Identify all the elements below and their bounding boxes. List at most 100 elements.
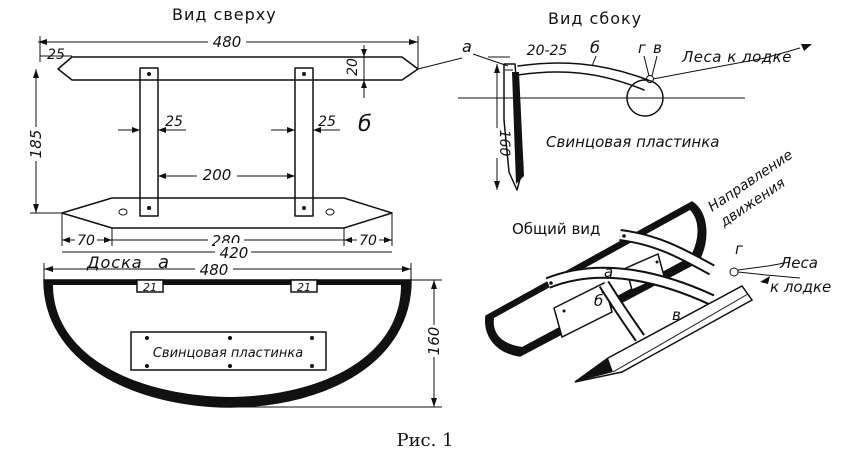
- leader-line: [643, 55, 650, 77]
- arrow-head: [62, 237, 70, 243]
- dim-end-left: 70: [77, 233, 95, 249]
- plate-screw: [655, 260, 659, 264]
- arrow-head: [38, 39, 47, 45]
- dim-side-gap: 20-25: [527, 43, 568, 59]
- label-a-general: а: [604, 263, 613, 281]
- arrow-head: [384, 237, 392, 243]
- arrow-head: [132, 127, 140, 133]
- dim-top-length: 480: [213, 33, 242, 51]
- label-mask: [208, 33, 246, 49]
- dim-end-right: 70: [359, 233, 377, 249]
- cross-bar-persp: [619, 231, 714, 274]
- board-label: Доска: [86, 253, 143, 272]
- arrow-head: [344, 237, 352, 243]
- arrow-head: [104, 237, 112, 243]
- label-mask: [27, 127, 45, 161]
- board-a-view: Доска а 480 21 21 Свинцовая пластинка: [43, 252, 443, 408]
- board-letter-a: а: [158, 252, 169, 273]
- dim-board-height: 160: [425, 327, 443, 356]
- arrow-head: [801, 44, 812, 51]
- curved-bar-b2: [517, 71, 645, 91]
- lead-plate-board: [130, 331, 327, 371]
- tow-line-side: [652, 47, 801, 80]
- arrow-head: [431, 398, 437, 407]
- line-to-boat-side: Леса к лодке: [681, 48, 792, 66]
- label-mask: [75, 233, 97, 247]
- board-side-profile: [503, 63, 524, 191]
- dim-spacing: 200: [203, 166, 232, 184]
- hook-ring-persp: [729, 267, 739, 277]
- dim-board-length: 480: [200, 261, 229, 279]
- plate-screw: [145, 364, 149, 368]
- dim-bottom-length: 420: [220, 244, 249, 262]
- arrow-head: [402, 266, 411, 272]
- front-float-tip: [575, 358, 613, 382]
- plate-screw: [145, 336, 149, 340]
- cross-bar-persp-front: [600, 281, 644, 341]
- lead-plate-label-board: Свинцовая пластинка: [153, 346, 303, 361]
- bolt: [147, 72, 151, 76]
- plate-screw: [310, 364, 314, 368]
- bottom-bar: [61, 197, 393, 229]
- label-g-side: г: [638, 39, 646, 57]
- label-b-side: б: [590, 38, 600, 57]
- arrow-head: [760, 276, 770, 284]
- leader-line: [591, 55, 597, 67]
- dim-height: 185: [27, 130, 45, 159]
- board-edge: [43, 280, 53, 286]
- arrow-head: [287, 127, 295, 133]
- dim-bar-width: 20: [345, 58, 361, 76]
- cross-bar-right: [294, 67, 314, 217]
- arrow-head: [44, 266, 53, 272]
- dim-cross-left: 25: [165, 114, 183, 130]
- tow-line-top: [417, 57, 463, 70]
- tow-line-persp: [737, 271, 801, 279]
- line-label-line1: Леса: [779, 254, 818, 272]
- label-mask: [486, 128, 504, 158]
- curved-bar-b: [517, 62, 649, 81]
- arrow-head: [494, 181, 500, 190]
- label-mask: [357, 233, 379, 247]
- label-mask: [215, 243, 251, 258]
- arrow-head: [494, 64, 500, 73]
- general-view: Общий вид Направление движения а б: [485, 147, 831, 383]
- lead-plate-label-side: Свинцовая пластинка: [546, 133, 719, 151]
- arrow-head: [158, 127, 166, 133]
- label-a-side: а: [462, 37, 472, 56]
- dim-cross-right: 25: [318, 114, 336, 130]
- arrow-head: [313, 127, 321, 133]
- top-view: Вид сверху 480 25 20: [27, 5, 463, 262]
- cross-bar-left: [139, 67, 159, 217]
- bolt: [622, 234, 626, 238]
- label-v-side: в: [653, 39, 662, 57]
- dim-notch-right: 21: [297, 281, 311, 294]
- bolt: [302, 72, 306, 76]
- line-label-line2: к лодке: [770, 278, 831, 296]
- bolt-hole: [325, 208, 335, 216]
- arrow-head: [158, 173, 166, 179]
- plate-screw: [228, 336, 232, 340]
- leader-line: [472, 53, 509, 67]
- arrow-head: [409, 39, 418, 45]
- dim-tip: 25: [47, 47, 65, 63]
- arrow-head: [361, 80, 367, 88]
- front-float-ridge: [612, 293, 749, 373]
- arrow-head: [33, 204, 39, 213]
- side-view: Вид сбоку а 20-25 б г в Леса к лодке: [458, 9, 812, 191]
- general-view-title: Общий вид: [512, 220, 600, 238]
- notch-right: [290, 279, 318, 293]
- arrow-head: [361, 49, 367, 57]
- leader-line: [651, 55, 658, 77]
- side-view-title: Вид сбоку: [548, 9, 642, 28]
- label-mask: [195, 261, 233, 276]
- arrow-head: [33, 69, 39, 78]
- cross-bar-persp: [546, 268, 714, 304]
- top-view-title: Вид сверху: [172, 5, 277, 24]
- label-mask: [425, 325, 443, 357]
- label-v-general: в: [672, 306, 681, 324]
- plate-screw: [310, 336, 314, 340]
- label-b-top: б: [358, 112, 372, 137]
- notch-left: [136, 279, 164, 293]
- label-b-general: б: [594, 292, 603, 310]
